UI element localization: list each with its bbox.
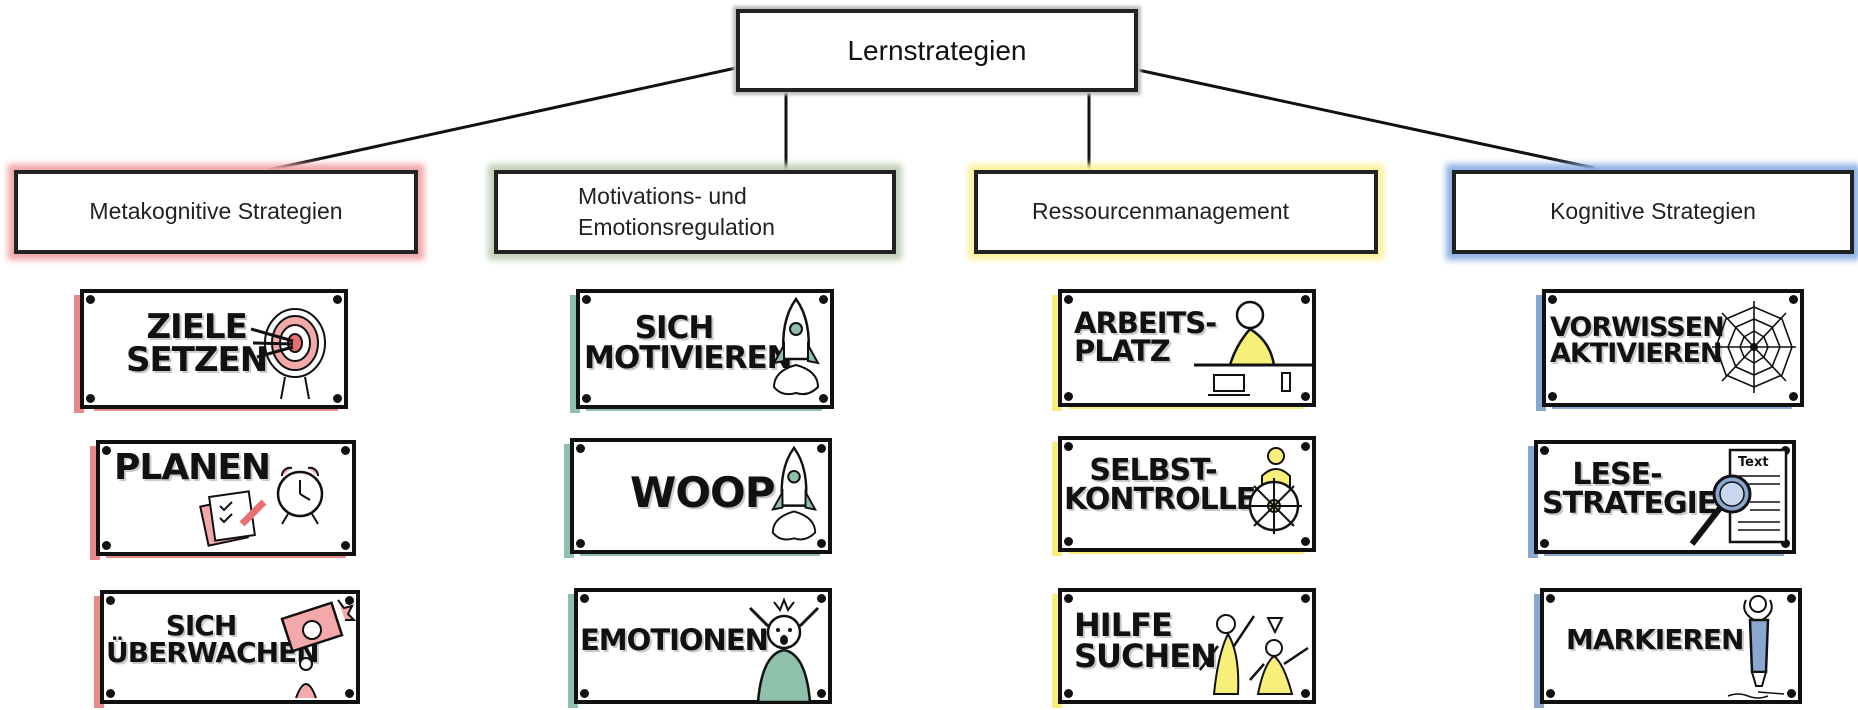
magnifier-text-icon: Text — [1689, 448, 1788, 546]
camera-icon — [280, 599, 357, 699]
card-sich-ueberwachen: SICH ÜBERWACHEN — [94, 590, 360, 708]
rocket-icon — [772, 296, 820, 396]
card-hilfe-suchen: HILFE SUCHEN — [1052, 588, 1316, 708]
card-ziele-setzen: ZIELE SETZEN — [74, 289, 348, 413]
card-markieren: MARKIEREN — [1534, 588, 1802, 708]
card-label: ZIELE SETZEN — [126, 307, 268, 381]
card-label: PLANEN — [114, 447, 271, 488]
card-woop: WOOP — [564, 438, 832, 558]
card-label: EMOTIONEN — [580, 623, 769, 657]
card-label: HILFE SUCHEN — [1074, 606, 1217, 676]
card-arbeitsplatz: ARBEITS- PLATZ — [1052, 289, 1316, 411]
spider-web-icon — [1712, 301, 1796, 393]
category-metakognitive-strategien: Metakognitive Strategien — [14, 170, 418, 254]
category-ressourcenmanagement: Ressourcenmanagement — [974, 170, 1378, 254]
desk-worker-icon — [1194, 300, 1312, 396]
card-label: VORWISSEN AKTIVIEREN — [1550, 312, 1725, 370]
root-node-lernstrategien: Lernstrategien — [736, 9, 1138, 92]
category-kognitive-strategien: Kognitive Strategien — [1452, 170, 1854, 254]
card-label: LESE- STRATEGIE — [1542, 457, 1717, 522]
card-lesestrategie: LESE- STRATEGIE Text — [1528, 440, 1796, 558]
target-icon — [250, 308, 326, 400]
card-sich-motivieren: SICH MOTIVIEREN — [570, 289, 834, 413]
icon-text: Text — [1738, 455, 1769, 470]
category-motivations-emotionsregulation: Motivations- und Emotionsregulation — [494, 170, 896, 254]
card-emotionen: EMOTIONEN — [568, 588, 832, 708]
connector-root-metakognitiv — [267, 66, 737, 172]
highlighter-icon — [1727, 595, 1785, 699]
category-label: Motivations- und Emotionsregulation — [578, 182, 775, 240]
connector-root-kognitiv — [1137, 68, 1595, 170]
root-title: Lernstrategien — [847, 34, 1027, 66]
card-label: MARKIEREN — [1566, 623, 1744, 656]
card-label: SELBST- KONTROLLE — [1064, 453, 1256, 518]
card-label: ARBEITS- PLATZ — [1074, 306, 1217, 369]
card-label: SICH ÜBERWACHEN — [106, 609, 320, 670]
card-vorwissen-aktivieren: VORWISSEN AKTIVIEREN — [1536, 289, 1804, 411]
stressed-person-icon — [748, 597, 820, 702]
category-label: Metakognitive Strategien — [89, 198, 343, 225]
alarm-clock-icon — [199, 466, 324, 547]
card-label: SICH MOTIVIEREN — [584, 310, 793, 377]
people-helping-icon — [1199, 614, 1309, 695]
card-selbstkontrolle: SELBST- KONTROLLE — [1052, 436, 1316, 556]
rocket-icon — [770, 445, 818, 541]
category-label: Ressourcenmanagement — [1032, 198, 1289, 225]
card-planen: PLANEN — [90, 440, 356, 560]
card-label: WOOP — [630, 468, 776, 517]
category-label: Kognitive Strategien — [1550, 198, 1756, 225]
ship-wheel-icon — [1246, 447, 1302, 534]
